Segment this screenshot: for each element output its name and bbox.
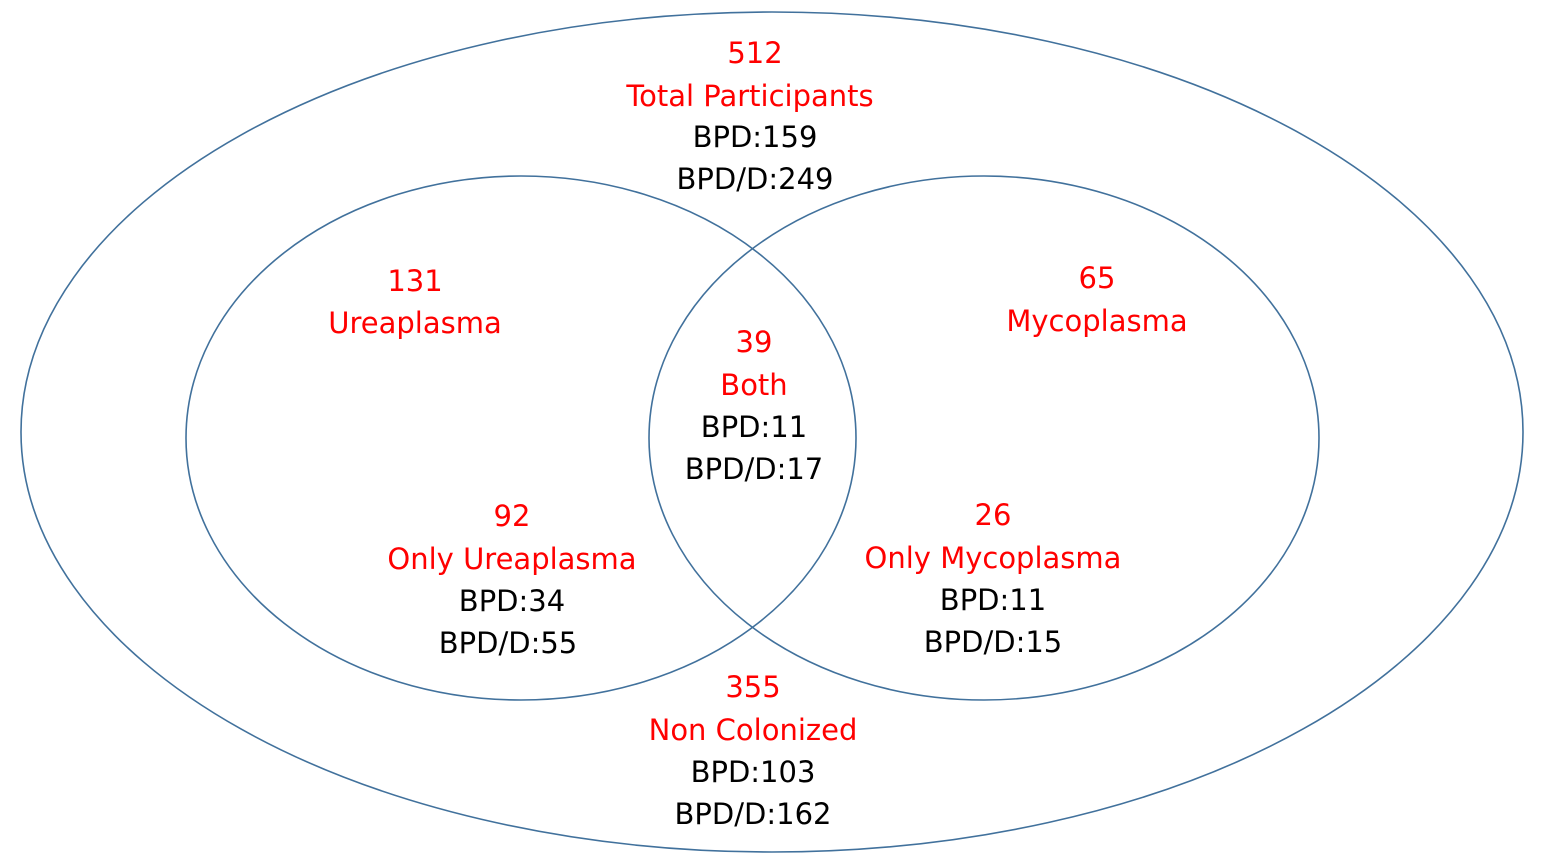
mycoplasma-label: Mycoplasma [1006,304,1188,338]
both-count: 39 [735,325,773,359]
total-count: 512 [727,36,783,70]
only-mycoplasma-bpd: BPD:11 [939,583,1047,617]
ureaplasma-ellipse [185,175,857,701]
non-colonized-bpd-d: BPD/D:162 [674,797,832,831]
only-mycoplasma-label: Only Mycoplasma [864,541,1122,575]
ureaplasma-label: Ureaplasma [328,306,502,340]
non-colonized-label: Non Colonized [648,713,858,747]
mycoplasma-count: 65 [1078,261,1116,295]
only-mycoplasma-bpd-d: BPD/D:15 [923,625,1063,659]
total-bpd: BPD:159 [692,120,818,154]
non-colonized-count: 355 [725,670,781,704]
total-label: Total Participants [626,79,874,113]
total-participants-ellipse [20,11,1524,853]
total-bpd-d: BPD/D:249 [676,162,834,196]
only-ureaplasma-bpd: BPD:34 [458,584,566,618]
only-ureaplasma-count: 92 [493,499,531,533]
both-bpd: BPD:11 [700,410,808,444]
both-label: Both [720,368,788,402]
mycoplasma-ellipse [648,175,1320,701]
only-ureaplasma-bpd-d: BPD/D:55 [438,626,578,660]
ureaplasma-count: 131 [387,264,443,298]
both-bpd-d: BPD/D:17 [684,452,824,486]
only-ureaplasma-label: Only Ureaplasma [387,542,637,576]
only-mycoplasma-count: 26 [974,498,1012,532]
non-colonized-bpd: BPD:103 [690,755,816,789]
